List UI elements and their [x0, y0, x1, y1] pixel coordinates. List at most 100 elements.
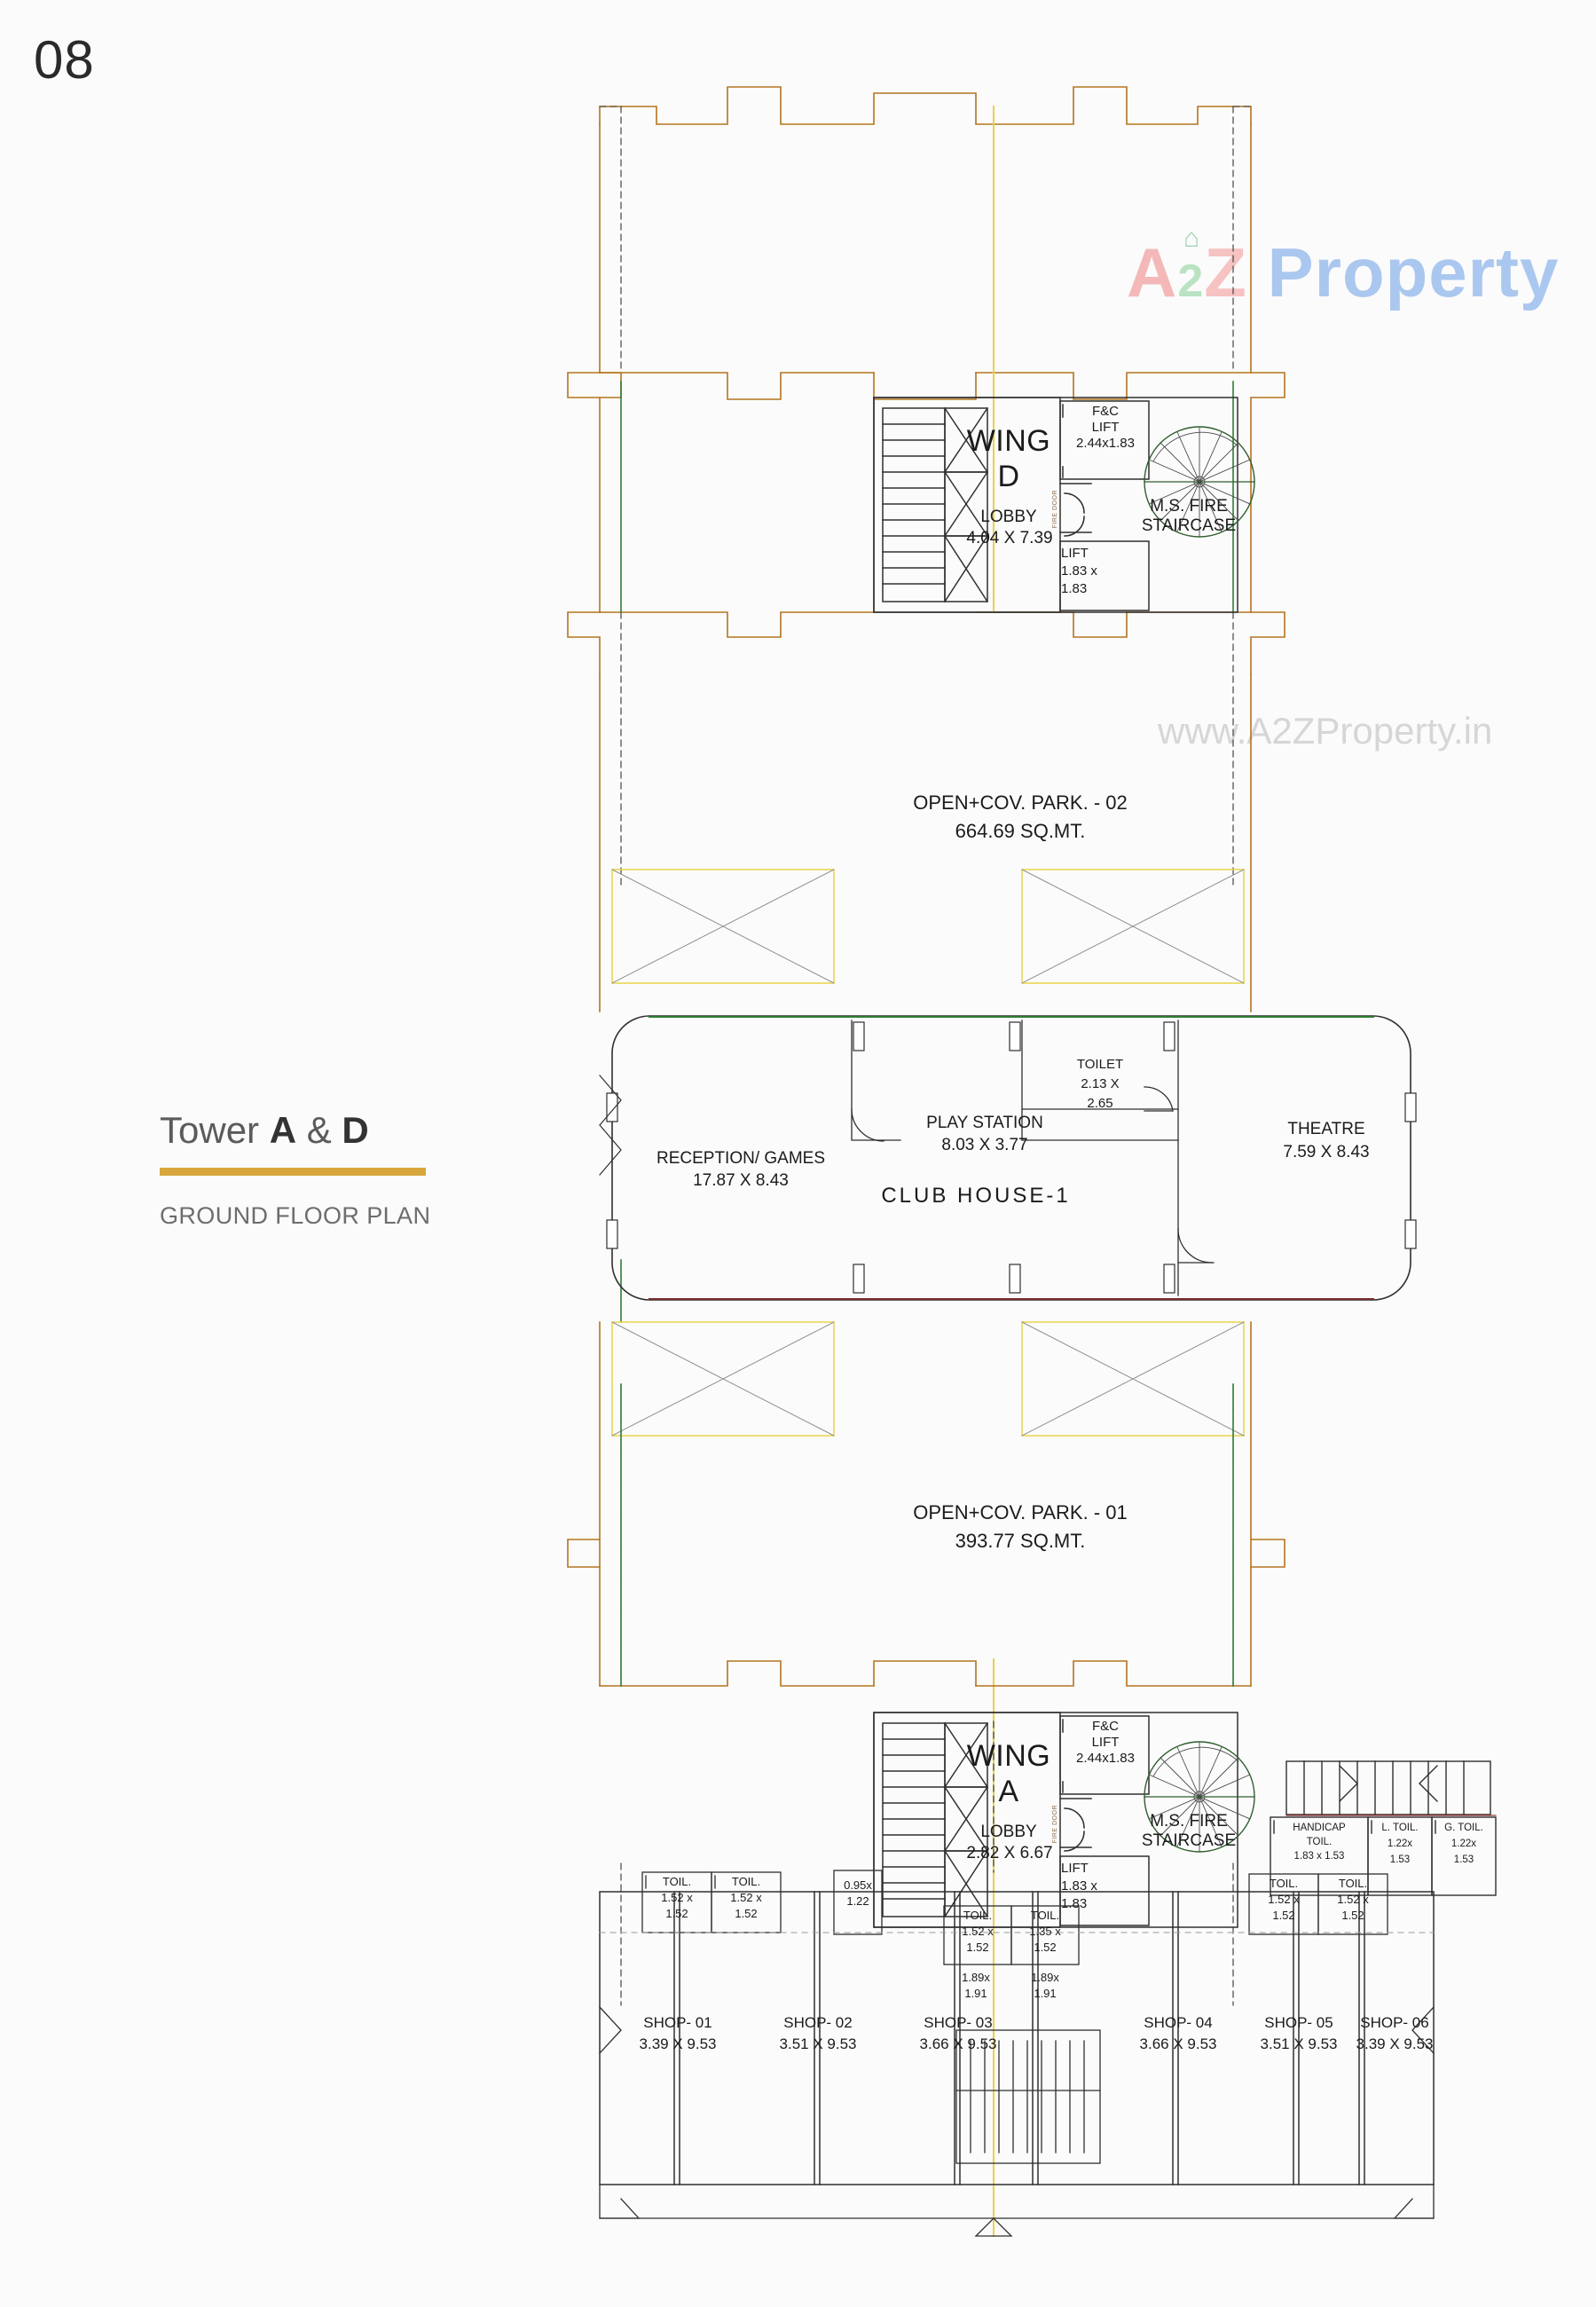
wing-d-fc-lift-dim: 2.44x1.83 [1076, 436, 1135, 451]
club-play-station-dim: 8.03 X 3.77 [941, 1136, 1028, 1154]
ladies-toilet-label: L. TOIL. [1381, 1823, 1419, 1833]
wing-d-lift-dim-line2: 1.83 [1061, 581, 1088, 596]
gents-toilet-label: G. TOIL. [1444, 1823, 1483, 1833]
toilet-left-1-label: TOIL. [662, 1875, 692, 1888]
wing-d-lobby-label: LOBBY [980, 508, 1037, 526]
wing-a-fc-lift-dim: 2.44x1.83 [1076, 1751, 1135, 1766]
title-block: Tower A & D GROUND FLOOR PLAN [160, 1109, 541, 1230]
club-play-station-name: PLAY STATION [926, 1114, 1043, 1132]
wing-d-lift-label: LIFT [1061, 546, 1089, 561]
wing-a-lift-label: LIFT [1061, 1861, 1089, 1876]
wing-d-fc-lift-line1: F&C [1092, 404, 1119, 419]
title-accent-rule [160, 1168, 426, 1176]
shop-04-name: SHOP- 04 [1144, 2014, 1213, 2031]
title-amp: & [296, 1109, 342, 1151]
wing-d-fire-door-note: FIRE DOOR [1052, 490, 1058, 529]
toilet-right-2-label: TOIL. [1338, 1877, 1368, 1890]
ladies-toilet-dim-line2: 1.53 [1389, 1854, 1411, 1865]
wing-a-name-line2: A [998, 1775, 1019, 1808]
wing-a-fc-lift-line1: F&C [1092, 1719, 1119, 1734]
title-prefix: Tower [160, 1109, 270, 1151]
wing-d-name-line1: WING [966, 424, 1051, 458]
toilet-left-1-dim-line2: 1.52 [665, 1907, 688, 1920]
shop-05-name: SHOP- 05 [1264, 2014, 1333, 2031]
wing-a-staircase-line2: STAIRCASE [1141, 1831, 1237, 1850]
toilet-mid-1-dim-line2: 1.52 [966, 1941, 989, 1954]
stair-dim-2-line2: 1.91 [1034, 1987, 1057, 2000]
handicap-toilet-dim: 1.83 x 1.53 [1293, 1851, 1345, 1862]
shop-02-name: SHOP- 02 [783, 2014, 853, 2031]
club-toilet-dim-line1: 2.13 X [1081, 1076, 1120, 1091]
shop-06-dim: 3.39 X 9.53 [1356, 2035, 1434, 2052]
title-subtitle: GROUND FLOOR PLAN [160, 1202, 431, 1229]
toilet-mid-1-label: TOIL. [963, 1909, 993, 1922]
toilet-right-2-dim-line2: 1.52 [1341, 1909, 1364, 1922]
stair-dim-2-line1: 1.89x [1031, 1971, 1059, 1984]
shop-03-dim: 3.66 X 9.53 [919, 2035, 997, 2052]
wing-a-fc-lift-line2: LIFT [1091, 1735, 1120, 1750]
toilet-right-1-dim-line1: 1.52 x [1268, 1893, 1300, 1906]
toilet-left-2-dim-line1: 1.52 x [730, 1891, 762, 1904]
toilet-mid-1-dim-line1: 1.52 x [962, 1925, 994, 1938]
club-house-title: CLUB HOUSE-1 [881, 1184, 1071, 1208]
watermark-logo-a: A [1127, 233, 1178, 311]
toilet-left-2-label: TOIL. [731, 1875, 761, 1888]
watermark-logo-word: Property [1267, 233, 1560, 311]
page-title: Tower A & D [160, 1109, 541, 1152]
toilet-mid-2-dim-line2: 1.52 [1034, 1941, 1057, 1954]
club-toilet-dim-line2: 2.65 [1087, 1096, 1113, 1111]
wing-a-lobby-dim: 2.82 X 6.67 [966, 1844, 1053, 1862]
parking-01-name: OPEN+COV. PARK. - 01 [913, 1501, 1128, 1524]
club-reception-dim: 17.87 X 8.43 [693, 1171, 789, 1190]
ladies-toilet-dim-line1: 1.22x [1387, 1839, 1413, 1849]
shop-01-dim: 3.39 X 9.53 [639, 2035, 717, 2052]
parking-01-area: 393.77 SQ.MT. [955, 1530, 1086, 1552]
wing-d-lobby-dim: 4.04 X 7.39 [966, 529, 1053, 547]
toilet-mid-2-label: TOIL. [1030, 1909, 1060, 1922]
handicap-toilet-label-line2: TOIL. [1306, 1837, 1333, 1847]
toilet-left-2-dim-line2: 1.52 [735, 1907, 758, 1920]
club-theatre-dim: 7.59 X 8.43 [1283, 1143, 1370, 1161]
shop-02-dim: 3.51 X 9.53 [779, 2035, 857, 2052]
wing-d-staircase-line2: STAIRCASE [1141, 516, 1237, 535]
wing-d-staircase-line1: M.S. FIRE [1150, 497, 1228, 516]
wing-a-name-line1: WING [966, 1739, 1051, 1773]
watermark-url: www.A2ZProperty.in [1158, 710, 1493, 752]
toilet-right-1-label: TOIL. [1269, 1877, 1299, 1890]
duct-dim-line2: 1.22 [846, 1894, 869, 1908]
shop-03-name: SHOP- 03 [924, 2014, 993, 2031]
gents-toilet-dim-line1: 1.22x [1451, 1839, 1477, 1849]
toilet-right-2-dim-line1: 1.52 x [1337, 1893, 1369, 1906]
wing-a-fire-door-note: FIRE DOOR [1052, 1805, 1058, 1844]
wing-a-lift-dim-line1: 1.83 x [1061, 1878, 1097, 1894]
wing-d-lift-dim-line1: 1.83 x [1061, 563, 1097, 579]
duct-dim-line1: 0.95x [844, 1878, 872, 1892]
title-wing-d: D [342, 1109, 369, 1151]
club-theatre-name: THEATRE [1287, 1120, 1365, 1138]
handicap-toilet-label-line1: HANDICAP [1293, 1823, 1346, 1833]
wing-d-fc-lift-line2: LIFT [1091, 420, 1120, 435]
stair-dim-1-line1: 1.89x [962, 1971, 990, 1984]
wing-d-name-line2: D [997, 460, 1020, 493]
mountain-icon: ⌂ [1183, 224, 1201, 253]
watermark-logo-z: Z [1204, 233, 1247, 311]
stair-dim-1-line2: 1.91 [964, 1987, 987, 2000]
watermark-logo-2: 2 [1177, 256, 1205, 307]
shop-01-name: SHOP- 01 [643, 2014, 712, 2031]
title-wing-a: A [269, 1109, 297, 1151]
watermark-logo: ⌂A2Z Property [1127, 224, 1560, 313]
toilet-left-1-dim-line1: 1.52 x [661, 1891, 693, 1904]
parking-02-area: 664.69 SQ.MT. [955, 820, 1086, 842]
club-toilet-name: TOILET [1076, 1057, 1124, 1072]
toilet-right-1-dim-line2: 1.52 [1272, 1909, 1295, 1922]
shop-05-dim: 3.51 X 9.53 [1260, 2035, 1338, 2052]
page-number: 08 [34, 30, 95, 90]
toilet-mid-2-dim-line1: 1.35 x [1029, 1925, 1061, 1938]
shop-04-dim: 3.66 X 9.53 [1139, 2035, 1217, 2052]
parking-02-name: OPEN+COV. PARK. - 02 [913, 791, 1128, 814]
club-reception-name: RECEPTION/ GAMES [656, 1149, 826, 1168]
wing-a-lift-dim-line2: 1.83 [1061, 1896, 1088, 1911]
shop-06-name: SHOP- 06 [1360, 2014, 1429, 2031]
